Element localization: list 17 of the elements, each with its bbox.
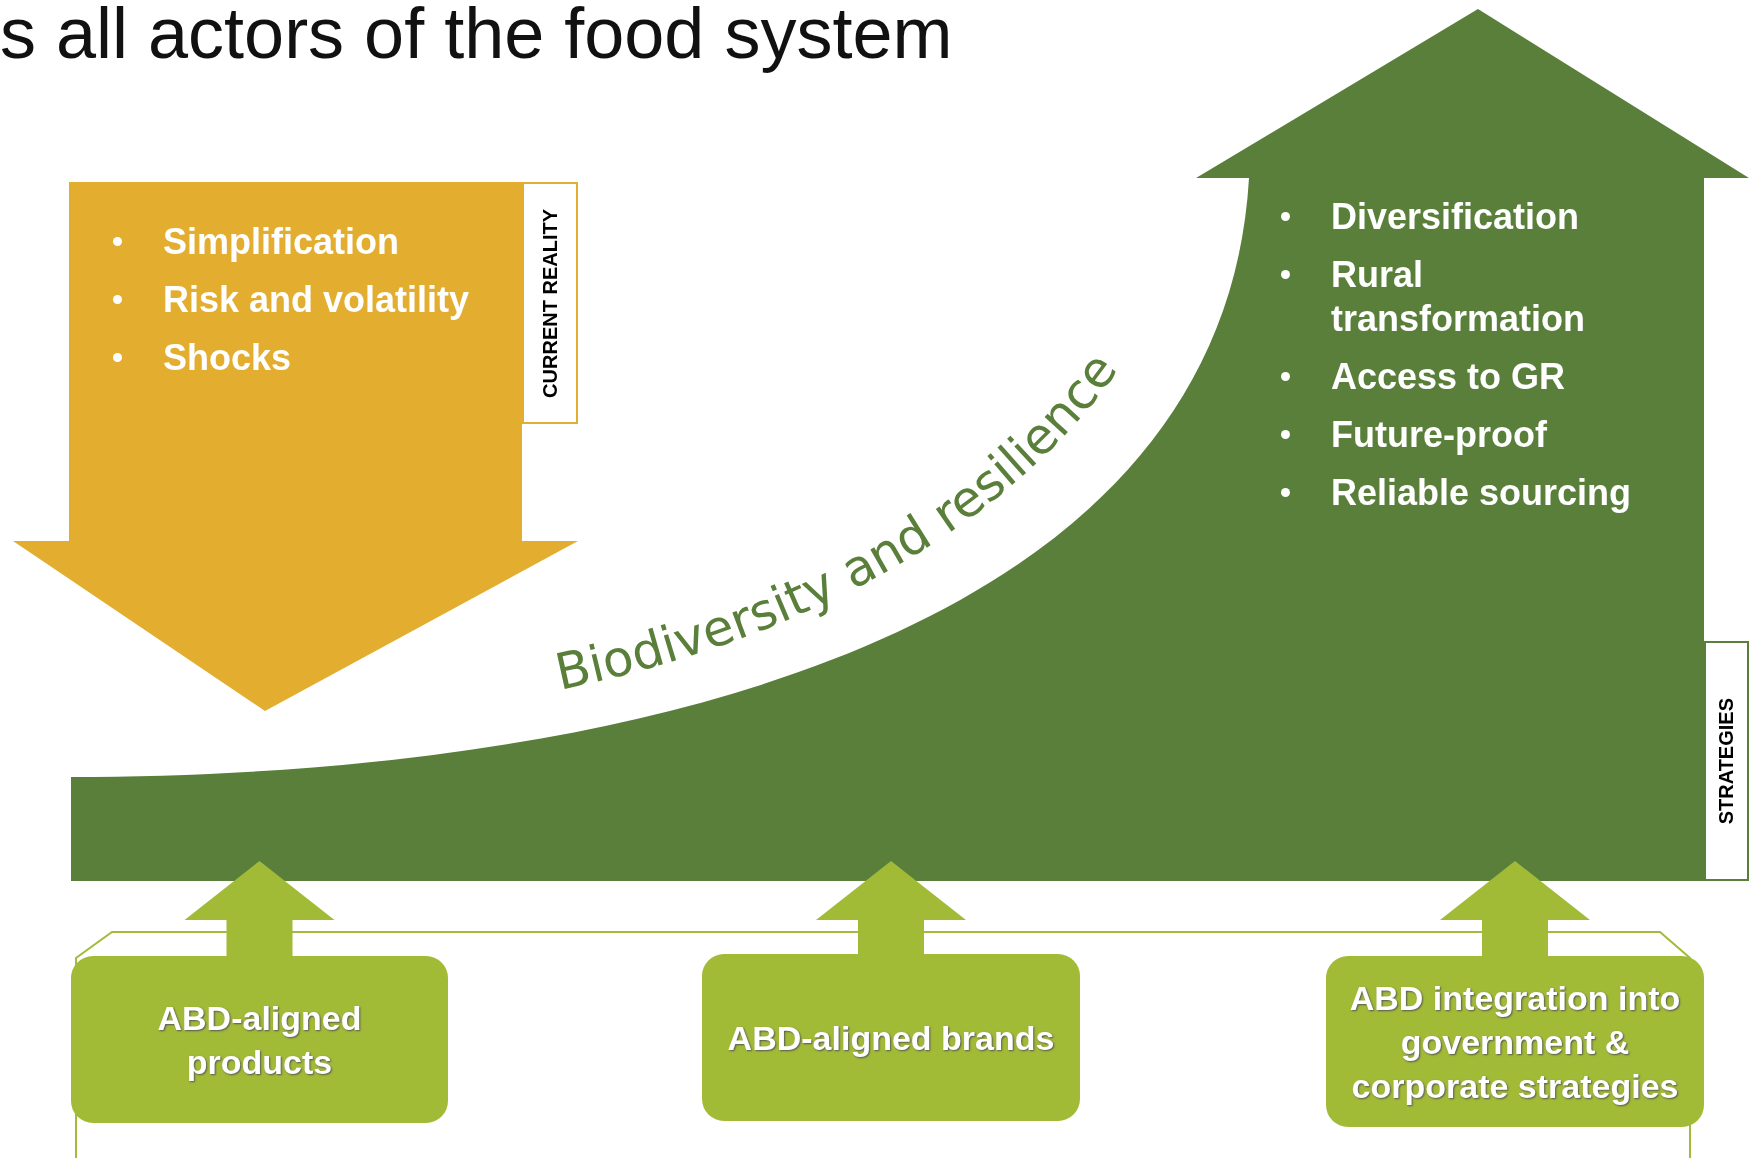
bullet-item: Simplification (107, 220, 523, 264)
bullet-item: Shocks (107, 336, 523, 380)
slide-title: s all actors of the food system (0, 0, 953, 74)
rounded-box: ABD integration into government & corporate strategies (1326, 956, 1704, 1127)
block-arrow (816, 861, 966, 954)
side-tab: STRATEGIES (1704, 641, 1749, 881)
side-tab: CURRENT REALITY (522, 182, 578, 424)
rounded-box: ABD-aligned brands (702, 954, 1080, 1121)
bullet-item: Rural transformation (1275, 253, 1661, 341)
bullet-item: Reliable sourcing (1275, 471, 1661, 515)
bullet-item: Risk and volatility (107, 278, 523, 322)
bullet-item: Future-proof (1275, 413, 1661, 457)
bullet-item: Access to GR (1275, 355, 1661, 399)
bullet-item: Diversification (1275, 195, 1661, 239)
block-arrow (1440, 861, 1590, 956)
rounded-box: ABD-aligned products (71, 956, 448, 1123)
block-arrow (184, 861, 335, 956)
